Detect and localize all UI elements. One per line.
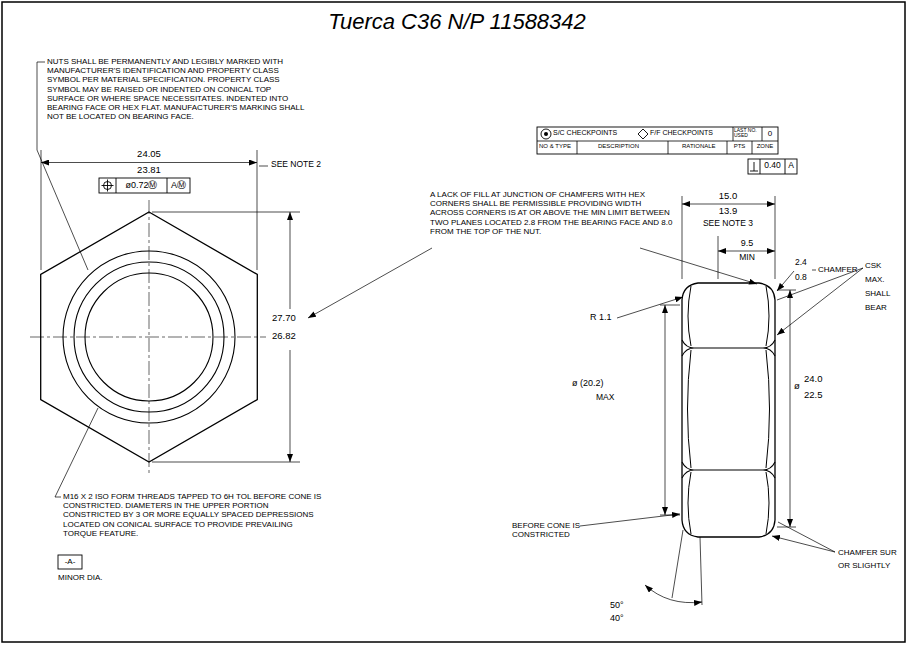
callout-text: CHAMFER (818, 265, 858, 274)
callout-text: SHALL (865, 289, 890, 298)
dimension-value: 15.0 (719, 191, 738, 202)
datum-frame (58, 555, 82, 569)
sc-symbol-dot (544, 132, 548, 136)
leader-line (308, 248, 432, 318)
table-header: ZONE (757, 143, 774, 149)
position-symbol-cross (102, 180, 114, 192)
dimension-value: 26.82 (272, 331, 296, 342)
extension-line (682, 196, 775, 279)
extension-line (672, 530, 702, 605)
ff-symbol (638, 129, 648, 139)
table-header: DESCRIPTION (598, 143, 639, 149)
extension-line (777, 290, 796, 527)
dimension-value: MIN (739, 253, 755, 263)
hex-corner-line (682, 340, 775, 478)
note-text: A LACK OF FILL AT JUNCTION OF CHAMFERS W… (430, 190, 675, 236)
dimension-value: 13.9 (719, 206, 738, 217)
frame-divider (116, 178, 167, 193)
note-text: M16 X 2 ISO FORM THREADS TAPPED TO 6H TO… (63, 492, 328, 538)
perpendicularity-symbol (750, 162, 758, 171)
tolerance-frame (99, 178, 190, 193)
table-header: RATIONALE (682, 143, 716, 149)
dimension-line (290, 212, 291, 309)
chamfer-arc (688, 286, 770, 534)
note-text: NUTS SHALL BE PERMANENTLY AND LEGIBLY MA… (47, 57, 305, 121)
dimension-line (682, 204, 775, 205)
sc-symbol (541, 129, 551, 139)
dimension-line (41, 162, 257, 163)
dimension-value: 0.8 (795, 273, 807, 283)
checkpoint-table (537, 127, 778, 154)
leader-line (617, 297, 683, 318)
angle-arc (645, 585, 702, 603)
leader-line (640, 248, 757, 284)
angle-value: 40° (610, 613, 624, 623)
dimension-value: 24.0 (804, 374, 823, 385)
callout-text: CHAMFER SUR (838, 548, 897, 557)
tolerance-frame (748, 159, 797, 174)
callout-text: OR SLIGHTLY (838, 561, 890, 570)
callout-text: BEFORE CONE IS CONSTRICTED (512, 521, 607, 539)
extension-line (660, 305, 680, 515)
table-header: PTS (734, 143, 746, 149)
leader-line (580, 514, 680, 526)
drawing-title: Tuerca C36 N/P 11588342 (328, 9, 586, 35)
leader-line (777, 271, 794, 291)
dimension-value: R 1.1 (590, 312, 612, 322)
table-header: F/F CHECKPOINTS (650, 129, 713, 137)
callout-text: BEAR (865, 303, 887, 312)
leader-line (55, 408, 98, 497)
dimension-line (665, 305, 666, 515)
reference-note: SEE NOTE 3 (703, 219, 753, 229)
dimension-value: 22.5 (804, 390, 823, 401)
table-header: NO & TYPE (539, 143, 571, 149)
frame-divider (760, 159, 785, 174)
leader-line (772, 522, 835, 552)
table-cell: 0 (768, 129, 772, 138)
extension-line (152, 212, 300, 462)
table-grid (537, 127, 778, 154)
tolerance-cell: ø0.72Ⓜ (125, 180, 157, 190)
tolerance-cell: AⓂ (171, 180, 186, 190)
dimension-value: 27.70 (272, 313, 296, 324)
callout-text: MAX. (865, 275, 885, 284)
leader-line (812, 270, 816, 271)
dimension-value: 2.4 (795, 258, 807, 268)
datum-note: MINOR DIA. (58, 573, 102, 582)
extension-line (41, 150, 257, 270)
tolerance-cell: 0.40 (764, 161, 781, 171)
dimension-line (290, 350, 291, 462)
reference-note: SEE NOTE 2 (271, 160, 321, 170)
dimension-value: ø (794, 381, 800, 392)
dimension-value: 24.05 (137, 149, 161, 160)
nut-outline (682, 283, 775, 537)
angle-value: 50° (610, 600, 624, 610)
callout-text: CSK (865, 261, 881, 270)
sheet-border (2, 2, 905, 642)
dimension-value: 23.81 (137, 165, 161, 176)
leader-line (259, 166, 268, 167)
dimension-value: MAX (596, 393, 614, 403)
dimension-line (718, 251, 775, 252)
dimension-line (790, 290, 791, 527)
center-line (30, 200, 266, 474)
tolerance-cell: A (788, 161, 794, 171)
table-header: S/C CHECKPOINTS (553, 129, 617, 137)
table-header: LAST NO. USED (734, 128, 761, 138)
dimension-value: ø (20.2) (572, 378, 604, 388)
datum-label: -A- (65, 557, 76, 566)
dimension-value: 9.5 (741, 238, 754, 248)
